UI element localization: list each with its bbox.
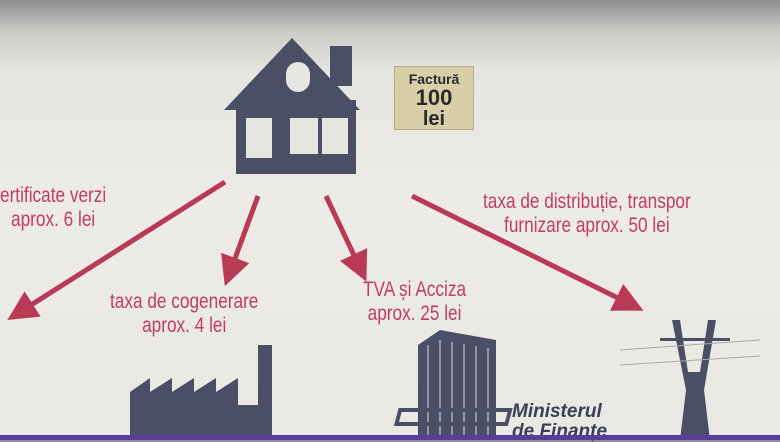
label-line: TVA și Acciza bbox=[363, 278, 467, 301]
ministry-building-icon bbox=[393, 330, 513, 440]
label-line: aprox. 6 lei bbox=[10, 208, 96, 231]
arrow-distribution bbox=[410, 193, 644, 311]
label-vat-excise: TVA și Acciza aprox. 25 lei bbox=[363, 278, 466, 326]
invoice-title: Factură bbox=[408, 71, 460, 87]
arrow-certificates bbox=[7, 179, 227, 321]
ministry-line: Ministerul bbox=[512, 401, 602, 422]
label-line: furnizare aprox. 50 lei bbox=[504, 214, 670, 237]
invoice-note: Factură 100 lei bbox=[394, 66, 474, 130]
label-line: taxa de distribuție, transpor bbox=[483, 190, 691, 213]
arrow-cogeneration bbox=[221, 195, 261, 287]
bottom-accent-bar bbox=[0, 435, 780, 440]
label-distribution: taxa de distribuție, transpor furnizare … bbox=[483, 190, 691, 238]
arrow-vat bbox=[323, 194, 368, 282]
power-pylon-icon bbox=[619, 320, 761, 440]
label-green-certificates: ertificate verzi aprox. 6 lei bbox=[0, 184, 106, 232]
factory-icon bbox=[130, 345, 272, 440]
label-line: aprox. 25 lei bbox=[367, 302, 462, 325]
invoice-amount: 100 bbox=[415, 85, 453, 110]
label-line: aprox. 4 lei bbox=[142, 314, 227, 337]
label-line: ertificate verzi bbox=[0, 184, 107, 207]
house-icon bbox=[224, 38, 360, 174]
label-line: taxa de cogenerare bbox=[110, 290, 259, 313]
invoice-unit: lei bbox=[422, 108, 446, 130]
label-cogeneration: taxa de cogenerare aprox. 4 lei bbox=[110, 290, 258, 338]
